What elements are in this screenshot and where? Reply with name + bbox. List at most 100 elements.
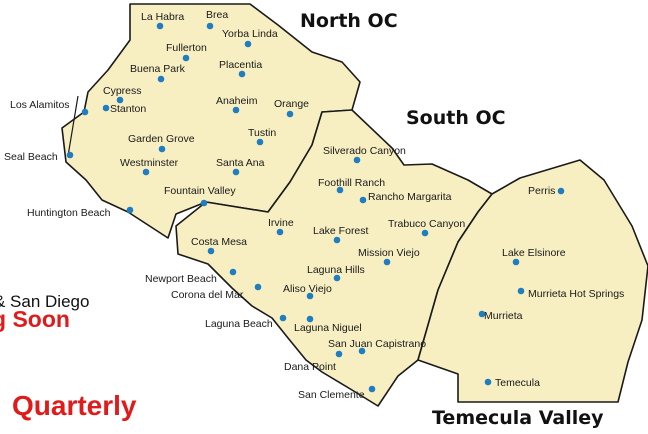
temecula-valley-region[interactable] bbox=[417, 159, 648, 403]
city-label: Laguna Beach bbox=[205, 318, 273, 330]
city-dot bbox=[116, 96, 124, 104]
city-marker-seal-beach[interactable]: Seal Beach bbox=[4, 151, 74, 163]
city-dot bbox=[383, 258, 391, 266]
city-dot bbox=[254, 283, 262, 291]
city-dot bbox=[81, 108, 89, 116]
city-marker-cypress[interactable]: Cypress bbox=[103, 85, 142, 104]
city-label: Laguna Hills bbox=[307, 264, 365, 276]
city-marker-fountain-valley[interactable]: Fountain Valley bbox=[164, 185, 236, 207]
region-label-temecula-valley: Temecula Valley bbox=[432, 407, 604, 429]
city-marker-fullerton[interactable]: Fullerton bbox=[166, 42, 207, 62]
city-marker-san-juan-capistrano[interactable]: San Juan Capistrano bbox=[328, 338, 426, 355]
city-dot bbox=[358, 347, 366, 355]
south-oc-region[interactable] bbox=[175, 109, 493, 407]
city-dot bbox=[232, 106, 240, 114]
promo-text-san-diego: & San Diego bbox=[0, 292, 90, 311]
city-marker-temecula[interactable]: Temecula bbox=[484, 377, 540, 389]
city-label: Stanton bbox=[110, 103, 146, 115]
city-marker-orange[interactable]: Orange bbox=[274, 98, 309, 118]
city-marker-buena-park[interactable]: Buena Park bbox=[130, 63, 186, 83]
city-marker-newport-beach[interactable]: Newport Beach bbox=[145, 268, 237, 285]
city-marker-corona-del-mar[interactable]: Corona del Mar bbox=[171, 283, 262, 301]
coast-line bbox=[67, 95, 79, 157]
city-label: Laguna Niguel bbox=[294, 322, 362, 334]
city-marker-los-alamitos[interactable]: Los Alamitos bbox=[10, 99, 89, 116]
city-marker-aliso-viejo[interactable]: Aliso Viejo bbox=[283, 283, 332, 300]
city-dot bbox=[126, 206, 134, 214]
city-label: Seal Beach bbox=[4, 151, 58, 163]
city-marker-san-clemente[interactable]: San Clemente bbox=[298, 385, 376, 401]
city-label: Fullerton bbox=[166, 42, 207, 54]
city-dot bbox=[512, 258, 520, 266]
city-label: Murrieta bbox=[484, 310, 523, 322]
city-dot bbox=[368, 385, 376, 393]
city-marker-dana-point[interactable]: Dana Point bbox=[284, 350, 343, 373]
city-marker-placentia[interactable]: Placentia bbox=[219, 59, 262, 78]
city-dot bbox=[353, 156, 361, 164]
city-label: Lake Forest bbox=[313, 225, 369, 237]
city-dot bbox=[279, 314, 287, 322]
city-dot bbox=[276, 228, 284, 236]
promo-text-quarterly: Quarterly bbox=[12, 390, 137, 421]
city-label: Temecula bbox=[495, 377, 540, 389]
city-label: Cypress bbox=[103, 85, 142, 97]
city-dot bbox=[335, 350, 343, 358]
city-label: Costa Mesa bbox=[191, 236, 247, 248]
city-label: La Habra bbox=[141, 11, 184, 23]
city-marker-anaheim[interactable]: Anaheim bbox=[216, 95, 258, 114]
city-marker-huntington-beach[interactable]: Huntington Beach bbox=[27, 206, 134, 219]
city-label: Irvine bbox=[268, 217, 294, 229]
city-label: Buena Park bbox=[130, 63, 186, 75]
city-marker-brea[interactable]: Brea bbox=[206, 9, 228, 30]
city-dot bbox=[557, 187, 565, 195]
city-marker-silverado-canyon[interactable]: Silverado Canyon bbox=[323, 145, 406, 164]
city-label: Trabuco Canyon bbox=[388, 218, 465, 230]
city-marker-westminster[interactable]: Westminster bbox=[120, 157, 179, 176]
city-label: Corona del Mar bbox=[171, 289, 244, 301]
city-marker-mission-viejo[interactable]: Mission Viejo bbox=[358, 247, 420, 266]
city-dot bbox=[229, 268, 237, 276]
city-label: Tustin bbox=[248, 127, 276, 139]
city-marker-costa-mesa[interactable]: Costa Mesa bbox=[191, 236, 247, 255]
city-marker-santa-ana[interactable]: Santa Ana bbox=[216, 157, 265, 176]
city-marker-murrieta-hot-springs[interactable]: Murrieta Hot Springs bbox=[517, 287, 625, 300]
city-marker-trabuco-canyon[interactable]: Trabuco Canyon bbox=[388, 218, 465, 237]
city-dot bbox=[157, 75, 165, 83]
city-label: Placentia bbox=[219, 59, 262, 71]
city-dot bbox=[182, 54, 190, 62]
city-marker-lake-forest[interactable]: Lake Forest bbox=[313, 225, 369, 244]
city-marker-yorba-linda[interactable]: Yorba Linda bbox=[222, 28, 278, 48]
city-dot bbox=[333, 236, 341, 244]
city-marker-foothill-ranch[interactable]: Foothill Ranch bbox=[318, 177, 385, 194]
city-dot bbox=[102, 104, 110, 112]
city-marker-garden-grove[interactable]: Garden Grove bbox=[128, 133, 195, 153]
city-dot bbox=[421, 229, 429, 237]
city-marker-rancho-margarita[interactable]: Rancho Margarita bbox=[359, 191, 452, 204]
city-label: San Juan Capistrano bbox=[328, 338, 426, 350]
city-label: Aliso Viejo bbox=[283, 283, 332, 295]
city-marker-lake-elsinore[interactable]: Lake Elsinore bbox=[502, 247, 566, 266]
city-marker-laguna-hills[interactable]: Laguna Hills bbox=[307, 264, 365, 282]
city-dot bbox=[517, 287, 525, 295]
city-marker-la-habra[interactable]: La Habra bbox=[141, 11, 184, 30]
city-label: Anaheim bbox=[216, 95, 258, 107]
city-marker-tustin[interactable]: Tustin bbox=[248, 127, 276, 146]
city-dot bbox=[306, 315, 314, 323]
region-label-south-oc: South OC bbox=[406, 107, 506, 129]
promo-text-coming-soon: g Soon bbox=[0, 306, 70, 332]
city-marker-murrieta[interactable]: Murrieta bbox=[478, 310, 523, 322]
city-label: Brea bbox=[206, 9, 228, 21]
city-label: Mission Viejo bbox=[358, 247, 420, 259]
city-label: Westminster bbox=[120, 157, 179, 169]
city-marker-perris[interactable]: Perris bbox=[528, 185, 565, 197]
city-label: Santa Ana bbox=[216, 157, 265, 169]
city-dot bbox=[286, 110, 294, 118]
city-marker-irvine[interactable]: Irvine bbox=[268, 217, 294, 236]
city-marker-stanton[interactable]: Stanton bbox=[102, 103, 147, 115]
city-dot bbox=[478, 310, 486, 318]
city-dot bbox=[142, 168, 150, 176]
city-marker-laguna-beach[interactable]: Laguna Beach bbox=[205, 314, 287, 330]
city-marker-laguna-niguel[interactable]: Laguna Niguel bbox=[294, 315, 362, 334]
north-oc-region[interactable] bbox=[61, 3, 361, 239]
